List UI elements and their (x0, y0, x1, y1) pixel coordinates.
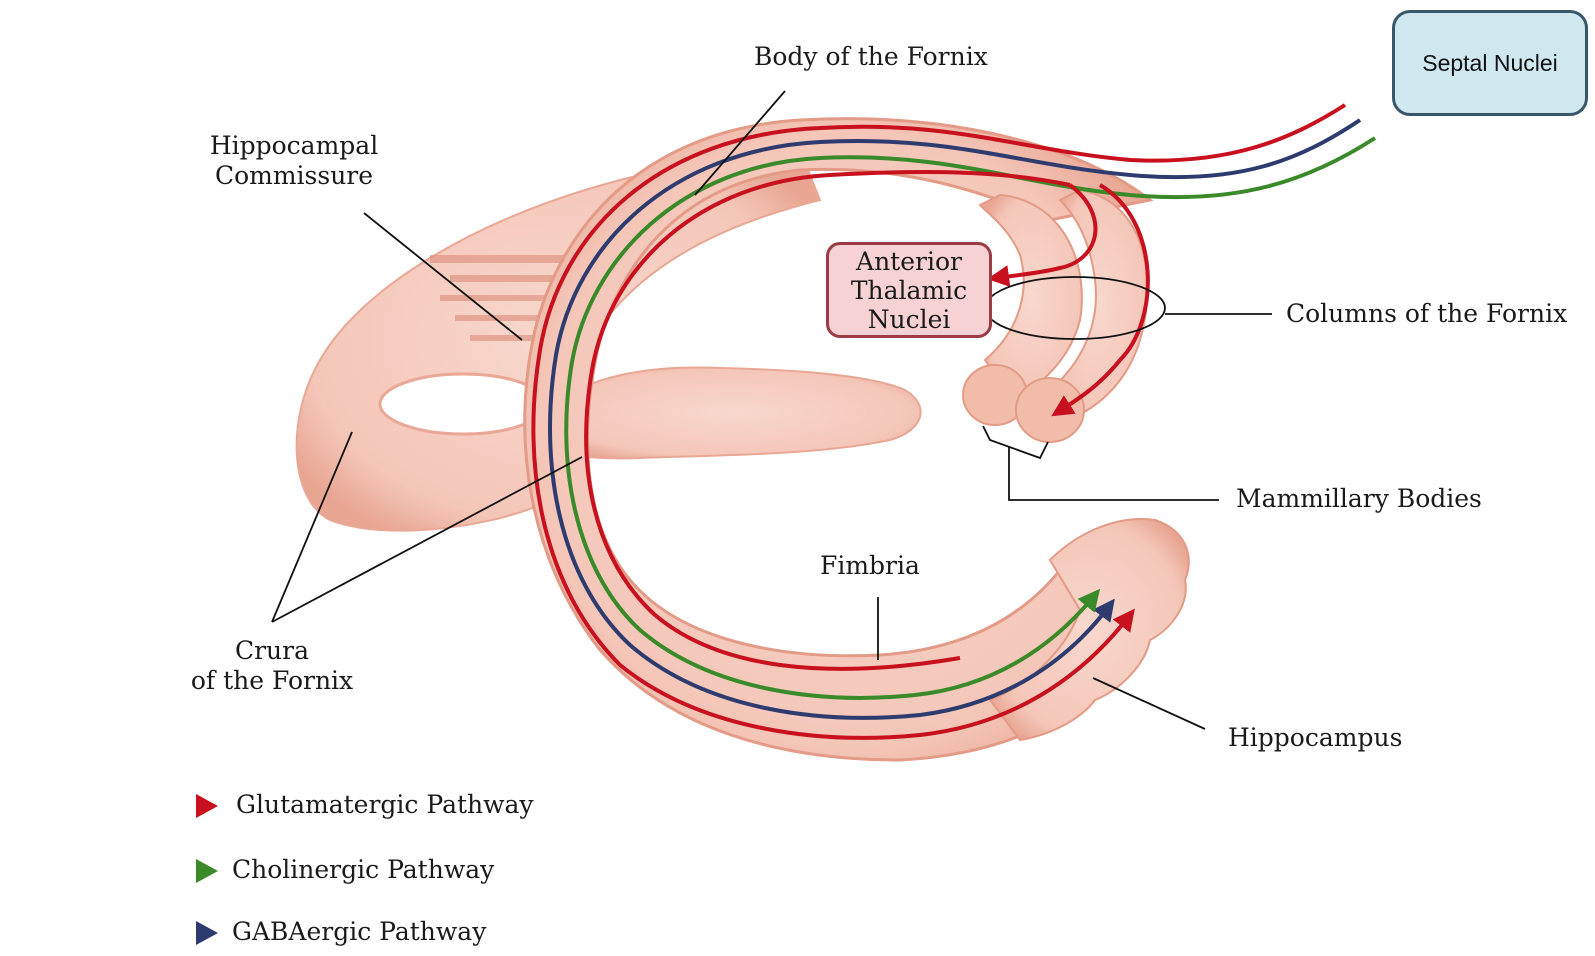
glutamatergic-branch-mammillary (1051, 183, 1150, 417)
anterior-thalamic-nuclei-box: Anterior Thalamic Nuclei (826, 242, 992, 338)
leader-crura-1 (271, 431, 353, 623)
leader-lines (271, 90, 1272, 730)
leader-commissure (363, 212, 523, 341)
mammillary-body-right (1015, 377, 1085, 443)
label-crura-of-fornix: Crura of the Fornix (190, 636, 354, 695)
septal-nuclei-box: Septal Nuclei (1392, 10, 1588, 116)
commissure-streaks (430, 255, 600, 341)
label-mammillary-bodies: Mammillary Bodies (1236, 484, 1482, 513)
leader-body-fornix (694, 90, 786, 196)
central-lobe (543, 366, 922, 460)
glutamatergic-branch-thalamic (987, 183, 1098, 288)
leader-hippocampus (1092, 677, 1206, 730)
legend-arrowhead-cholinergic (196, 859, 218, 883)
crura-hole (378, 372, 548, 436)
cholinergic-path (564, 136, 1377, 700)
legend-label-glutamatergic: Glutamatergic Pathway (236, 790, 534, 819)
label-fimbria: Fimbria (820, 551, 920, 580)
legend-arrowhead-gabaergic (196, 921, 218, 945)
label-columns-of-fornix: Columns of the Fornix (1286, 299, 1568, 328)
glutamatergic-path-outer (531, 103, 1347, 740)
leader-crura-2 (271, 456, 583, 623)
label-body-of-fornix: Body of the Fornix (754, 42, 988, 71)
legend-arrows (14, 794, 218, 945)
legend-label-gabaergic: GABAergic Pathway (232, 917, 487, 946)
legend-arrowhead-glutamatergic (196, 794, 218, 818)
leader-mammillary (1008, 446, 1219, 501)
gabaergic-path (548, 118, 1362, 720)
label-hippocampus: Hippocampus (1228, 723, 1403, 752)
label-hippocampal-commissure: Hippocampal Commissure (209, 131, 379, 190)
legend-label-cholinergic: Cholinergic Pathway (232, 855, 495, 884)
glutamatergic-path-inner (584, 170, 1071, 671)
mammillary-bracket (982, 425, 1049, 460)
